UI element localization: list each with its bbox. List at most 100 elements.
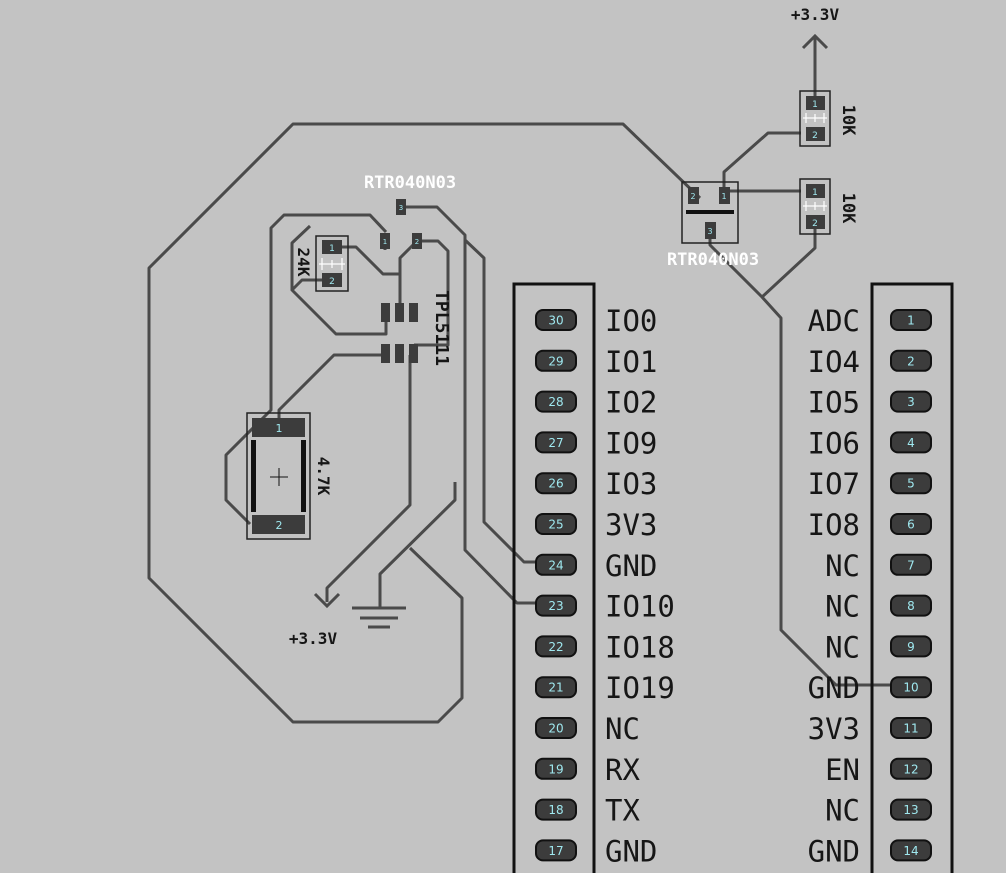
- header-pin-number: 18: [548, 803, 563, 817]
- header-pin: 9NC: [825, 630, 932, 664]
- pad-label: 2: [329, 277, 335, 287]
- header-pin-label: IO9: [605, 426, 657, 460]
- header-pin-number: 21: [548, 681, 563, 695]
- header-pin-label: IO2: [605, 386, 657, 420]
- header-pad: [890, 757, 932, 780]
- header-pin-label: IO6: [808, 426, 860, 460]
- trace-left-pad2: [290, 224, 312, 290]
- trace-47k-pad2: [224, 213, 388, 526]
- pad-label: 1: [276, 422, 283, 435]
- header-pin-number: 23: [548, 599, 563, 613]
- header-pin: 21 IO19: [535, 671, 675, 705]
- trace-q1-pad2b: [414, 239, 450, 347]
- header-pin: 17 GND: [535, 834, 657, 868]
- header-pad: [535, 513, 577, 535]
- header-pin-label: GND: [605, 834, 657, 868]
- header-pad: [890, 798, 932, 821]
- pad-label: 1: [721, 192, 726, 201]
- header-pad: [890, 472, 932, 495]
- trace-pin24: [463, 238, 540, 564]
- header-pin-label: GND: [605, 549, 657, 583]
- mosfet-q1: 3 1 2: [380, 199, 422, 249]
- vcc-top-arrow-icon: [801, 33, 829, 50]
- header-pad: [890, 513, 932, 535]
- ic-tpl5111: [381, 303, 418, 363]
- header-pad: [535, 594, 577, 617]
- trace-q1-pad2: [398, 239, 419, 274]
- header-pin-number: 27: [548, 436, 563, 450]
- header-pin-label: NC: [825, 794, 860, 828]
- header-right: 1ADC2IO43IO54IO65IO76IO87NC8NC9NC10GND11…: [808, 304, 932, 868]
- header-pin-label: IO19: [605, 671, 675, 705]
- trace-q2-10k-top: [722, 131, 801, 196]
- header-pin-number: 30: [548, 314, 563, 328]
- pad-label: 1: [812, 100, 818, 110]
- header-pin-label: IO4: [808, 345, 860, 379]
- header-pad: [890, 839, 932, 862]
- header-pad: [535, 717, 577, 739]
- header-pin: 19 RX: [535, 753, 640, 787]
- resistor-4-7k: 1 2: [246, 412, 311, 540]
- vcc-top-label: +3.3V: [791, 5, 840, 24]
- header-pin-number: 2: [907, 354, 915, 368]
- header-pad: [535, 798, 577, 821]
- header-pin-label: GND: [808, 671, 860, 705]
- header-pin-label: IO7: [808, 467, 860, 501]
- pad-label: 3: [707, 227, 712, 236]
- header-pin-number: 28: [548, 395, 563, 409]
- header-pin-number: 6: [907, 518, 915, 532]
- header-pad: [890, 431, 932, 454]
- header-pin-label: GND: [808, 834, 860, 868]
- header-pin: 8NC: [825, 590, 932, 624]
- header-pad: [535, 635, 577, 658]
- header-pin-number: 19: [548, 762, 563, 776]
- vcc-bottom-arrow-icon: [313, 592, 341, 609]
- header-pin-number: 14: [903, 844, 918, 858]
- pad-label: 1: [812, 188, 818, 198]
- header-pin-number: 12: [903, 762, 918, 776]
- pad-label: 1: [383, 238, 387, 246]
- trace-outer-loop: [147, 122, 702, 724]
- header-pin: 10 GND: [808, 671, 932, 705]
- pad-label: 3: [399, 204, 403, 212]
- power-symbols: [313, 33, 829, 629]
- header-pin-label: NC: [825, 630, 860, 664]
- resistor-10k-mid-label: 10K: [838, 193, 858, 224]
- ground-icon: [352, 606, 406, 629]
- header-left-outline: [512, 282, 596, 873]
- header-pad: [535, 349, 577, 372]
- header-pad: [535, 839, 577, 862]
- resistor-24k-label: 24K: [294, 248, 313, 277]
- header-pin: 27 IO9: [535, 426, 657, 460]
- header-pin-number: 11: [903, 722, 918, 736]
- header-pad: [890, 349, 932, 372]
- header-pin: 2 IO4: [808, 345, 932, 379]
- resistor-10k-top-label: 10K: [838, 105, 858, 136]
- header-pin-label: IO3: [605, 467, 657, 501]
- header-pin-number: 17: [548, 844, 563, 858]
- pad-label: 2: [276, 519, 283, 532]
- header-pin-number: 8: [907, 599, 915, 613]
- header-pin-number: 10: [903, 681, 918, 695]
- trace-10k-mid-down: [760, 222, 817, 299]
- header-pin-label: RX: [605, 753, 640, 787]
- vcc-bottom-label: +3.3V: [289, 629, 338, 648]
- mosfet-q2: 2 1 3: [681, 181, 739, 244]
- resistor-4-7k-label: 4.7K: [314, 457, 333, 496]
- header-pin-label: IO1: [605, 345, 657, 379]
- header-pin-number: 13: [903, 803, 918, 817]
- header-pin-number: 24: [548, 558, 563, 572]
